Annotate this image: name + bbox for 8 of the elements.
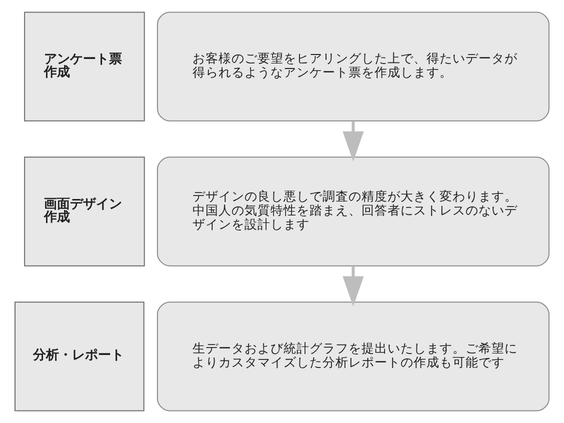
arrow — [342, 121, 364, 162]
node-box: 分析・レポート — [14, 302, 144, 412]
arrow — [342, 266, 364, 307]
node-box: お客様のご要望をヒアリングした上で、得たいデータが得られるようなアンケート票を作成します。 — [156, 12, 550, 122]
node-box: アンケート票作成 — [24, 12, 145, 122]
node-box: 画面デザイン作成 — [24, 156, 145, 266]
node-box: 生データおよび統計グラフを提出いたします。ご希望によりカスタマイズした分析レポートの作成も可能です — [156, 302, 550, 412]
node-box: デザインの良し悪しで調査の精度が大きく変わります。中国人の気質特性を踏まえ、回答者にストレスのないデザインを設計します — [156, 156, 550, 266]
